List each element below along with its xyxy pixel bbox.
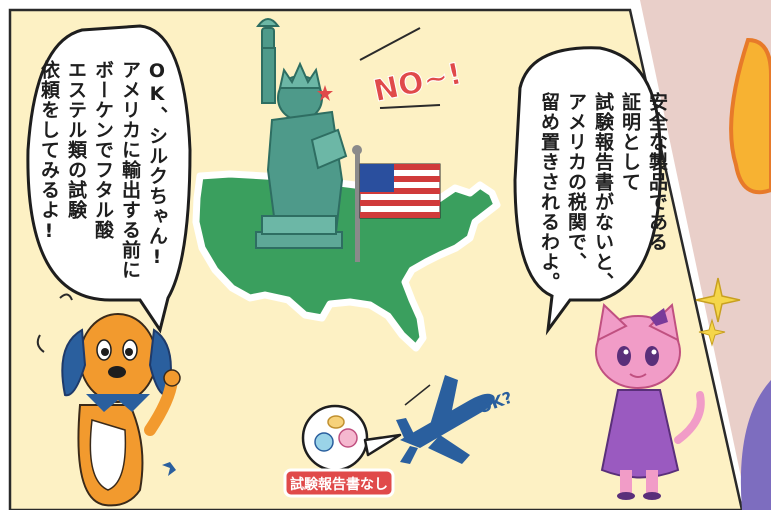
neighbor-yellow-shape bbox=[729, 37, 771, 195]
dog-character bbox=[36, 293, 181, 507]
neighbor-purple-shape bbox=[740, 380, 771, 510]
pacifier-icon bbox=[314, 432, 334, 452]
cat-speech-text: 安全な製品である 証明として 試験報告書がないと、 アメリカの税関で、 留め置き… bbox=[538, 92, 668, 292]
sparkle-icon bbox=[698, 318, 726, 347]
cat-speech-bubble bbox=[513, 46, 662, 336]
usa-flag-icon bbox=[352, 145, 441, 262]
speed-line bbox=[379, 104, 441, 109]
cat-character bbox=[595, 302, 705, 500]
airplane-icon bbox=[396, 375, 495, 464]
no-report-label-box bbox=[283, 468, 395, 498]
dog-speech-bubble bbox=[26, 24, 192, 334]
pacifier-icon bbox=[338, 428, 358, 448]
dog-speech-text: OK、シルクちゃん! アメリカに輸出する前に ボーケンでフタル酸 エステル類の試… bbox=[38, 60, 168, 280]
statue-of-liberty bbox=[255, 18, 348, 249]
pacifier-bubble bbox=[301, 404, 402, 472]
speed-line bbox=[359, 27, 421, 61]
motion-line bbox=[404, 384, 431, 406]
sparkle-icon bbox=[695, 277, 741, 323]
anger-mark-icon bbox=[317, 85, 333, 101]
no-report-label: 試験報告書なし bbox=[290, 476, 388, 493]
